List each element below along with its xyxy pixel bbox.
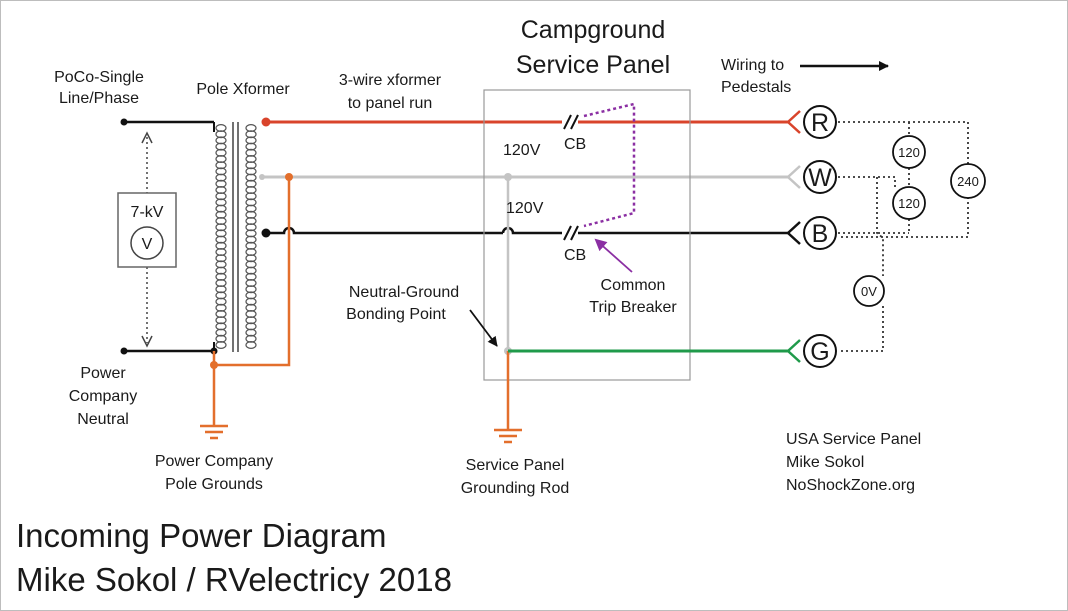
terminal-b-label: B: [812, 220, 829, 248]
terminal-g-label: G: [810, 338, 829, 366]
bonding-arrow: [469, 309, 498, 347]
pc-neutral-label-3: Neutral: [77, 411, 129, 428]
terminal-w-connector: [786, 160, 837, 194]
meter-rb-circle: [950, 163, 986, 199]
pole-grounds-label-2: Pole Grounds: [165, 476, 263, 493]
kv-meter-circle: [130, 226, 164, 260]
meter-rw-value: 120: [898, 145, 920, 160]
pole-ground-wire: [214, 177, 291, 367]
grounding-rod-label-1: Service Panel: [466, 457, 565, 474]
panel-title-2: Service Panel: [516, 51, 670, 79]
kv-meter-v: V: [142, 236, 153, 253]
black-wire-b: [501, 226, 562, 235]
common-trip-arrow: [594, 238, 633, 273]
panel-ground-symbol: [494, 428, 522, 444]
coil-loop: [215, 341, 227, 350]
transformer-coils: [215, 123, 257, 350]
meter-wg-circle: [853, 275, 885, 307]
pole-grounds-label-1: Power Company: [155, 453, 273, 470]
terminal-b-connector: [786, 216, 837, 250]
common-trip-label-2: Trip Breaker: [589, 299, 677, 316]
meter-wg-value: 0V: [861, 284, 877, 299]
pole-ground-junction: [285, 173, 293, 181]
meter-wb-circle: [892, 186, 926, 220]
primary-top-dot: [120, 118, 128, 126]
poco-label-2: Line/Phase: [59, 90, 139, 107]
black-wire-a: [266, 226, 503, 235]
cb-label-bottom: CB: [564, 247, 586, 264]
credit-line-1: USA Service Panel: [786, 431, 921, 448]
poco-label-1: PoCo-Single: [54, 69, 144, 86]
voltage-label-bottom: 120V: [506, 200, 544, 217]
pc-neutral-label-1: Power: [80, 365, 126, 382]
neutral-bus-top-dot: [504, 173, 512, 181]
bonding-label-2: Bonding Point: [346, 306, 446, 323]
service-panel-box: [483, 89, 691, 381]
pc-neutral-label-2: Company: [69, 388, 137, 405]
common-trip-link: [583, 102, 636, 228]
kv-arrow-up: [141, 131, 153, 144]
footer-title-2: Mike Sokol / RVelectricy 2018: [16, 561, 452, 598]
pole-ground-symbol: [200, 424, 228, 440]
meter-rw-circle: [892, 135, 926, 169]
footer-title-1: Incoming Power Diagram: [16, 517, 386, 554]
kv-arrow-down: [141, 335, 153, 348]
grounding-rod-label-2: Grounding Rod: [461, 480, 570, 497]
cb-label-top: CB: [564, 136, 586, 153]
pole-xformer-label: Pole Xformer: [196, 81, 290, 98]
wiring-label-1: Wiring to: [721, 57, 784, 74]
meter-rb-value: 240: [957, 174, 979, 189]
breaker-top: [563, 114, 579, 130]
credit-line-3: NoShockZone.org: [786, 477, 915, 494]
pole-ground-dot: [210, 361, 218, 369]
wiring-label-2: Pedestals: [721, 79, 791, 96]
panel-title-1: Campground: [521, 16, 666, 44]
terminal-r-connector: [786, 105, 837, 139]
kv-label: 7-kV: [131, 204, 164, 221]
terminal-r-label: R: [811, 109, 829, 137]
coil-loop: [245, 341, 257, 350]
run-label-1: 3-wire xformer: [339, 72, 442, 89]
primary-bottom-dot: [120, 347, 128, 355]
meter-leads: [838, 121, 969, 352]
voltage-label-top: 120V: [503, 142, 541, 159]
run-label-2: to panel run: [348, 95, 433, 112]
bonding-label-1: Neutral-Ground: [349, 284, 459, 301]
terminal-w-label: W: [808, 164, 832, 192]
terminal-g-connector: [786, 334, 837, 368]
common-trip-label-1: Common: [601, 277, 666, 294]
meter-wb-value: 120: [898, 196, 920, 211]
breaker-bottom: [563, 225, 579, 241]
credit-line-2: Mike Sokol: [786, 454, 864, 471]
